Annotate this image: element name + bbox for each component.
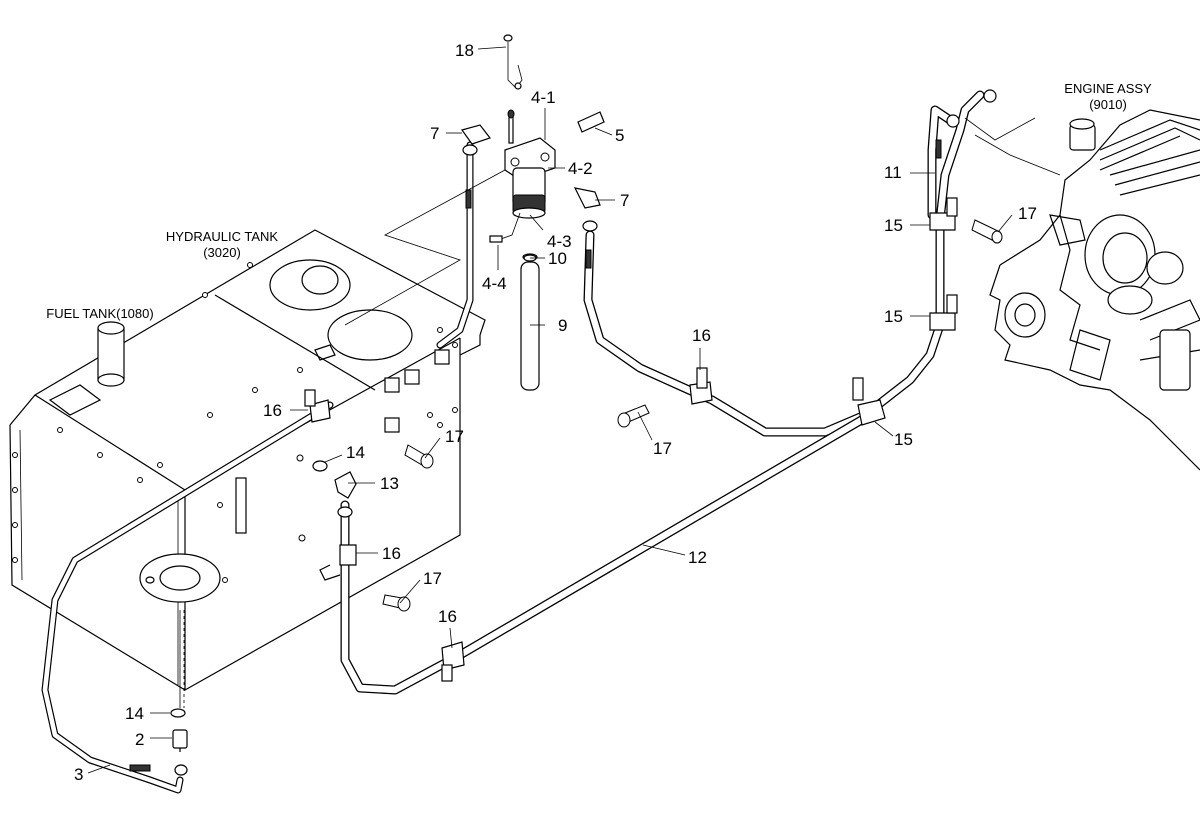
callout-4-1: 4-1 xyxy=(531,88,556,107)
hydraulic-tank-code: (3020) xyxy=(203,245,241,260)
callout-14-lower: 14 xyxy=(125,704,144,723)
callout-2: 2 xyxy=(135,730,144,749)
callout-7-left: 7 xyxy=(430,124,439,143)
engine-assy-code: (9010) xyxy=(1089,97,1127,112)
callout-11: 11 xyxy=(884,163,902,182)
callout-17-middle: 17 xyxy=(653,439,672,458)
callout-17-lower: 17 xyxy=(423,569,442,588)
engine-assy-title: ENGINE ASSY xyxy=(1064,81,1152,96)
callout-4-4: 4-4 xyxy=(482,274,507,293)
callout-5: 5 xyxy=(615,126,624,145)
callout-3: 3 xyxy=(74,765,83,784)
callout-numbers: 18 4-1 7 5 4-2 7 4-3 10 4-4 9 11 15 17 1… xyxy=(74,41,1037,784)
callout-12: 12 xyxy=(688,548,707,567)
callout-7-right: 7 xyxy=(620,191,629,210)
callout-4-2: 4-2 xyxy=(568,159,593,178)
callout-15-upper: 15 xyxy=(884,216,903,235)
callout-14-upper: 14 xyxy=(346,443,365,462)
callout-18: 18 xyxy=(455,41,474,60)
callout-9: 9 xyxy=(558,316,567,335)
callout-13: 13 xyxy=(380,474,399,493)
callout-16-bottom: 16 xyxy=(438,607,457,626)
fuel-pipes xyxy=(41,90,985,794)
callout-10: 10 xyxy=(548,249,567,268)
callout-16-left: 16 xyxy=(263,401,282,420)
fuel-tank-title: FUEL TANK(1080) xyxy=(46,306,153,321)
clamps-and-fasteners xyxy=(129,89,1003,776)
callout-15-lower: 15 xyxy=(894,430,913,449)
callout-17-tank: 17 xyxy=(445,427,464,446)
fuel-filter xyxy=(461,34,605,391)
callout-16-center: 16 xyxy=(382,544,401,563)
leader-lines xyxy=(87,46,1061,774)
component-labels: ENGINE ASSY (9010) HYDRAULIC TANK (3020)… xyxy=(46,81,1152,321)
callout-4-3: 4-3 xyxy=(547,232,572,251)
callout-15-middle: 15 xyxy=(884,307,903,326)
callout-16-right: 16 xyxy=(692,326,711,345)
callout-17-engine: 17 xyxy=(1018,204,1037,223)
engine-assembly xyxy=(989,109,1200,471)
hydraulic-tank-title: HYDRAULIC TANK xyxy=(166,229,279,244)
